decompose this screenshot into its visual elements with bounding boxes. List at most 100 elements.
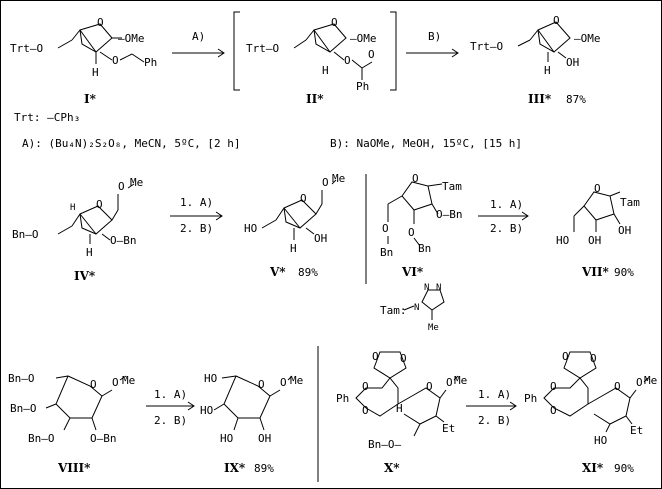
- atom-label: O: [562, 350, 569, 363]
- conditions-b: B): NaOMe, MeOH, 15ºC, [15 h]: [330, 137, 522, 150]
- atom-label: O: [96, 198, 103, 211]
- trt-definition: Trt: —CPh₃: [14, 111, 80, 124]
- group-label: OH: [566, 56, 579, 69]
- group-label: Bn—O—: [368, 438, 401, 451]
- arrow-label: 1. A): [490, 198, 523, 211]
- arrow-5: 1. A) 2. B): [146, 388, 195, 427]
- atom-label: O: [331, 16, 338, 29]
- compound-IV: Bn—O O O Me H H O—Bn IV*: [12, 176, 143, 283]
- compound-label: VII*: [581, 265, 610, 279]
- group-label: Ph: [144, 56, 157, 69]
- group-label: Bn—O: [12, 228, 39, 241]
- group-label: HO: [244, 222, 257, 235]
- group-label: Me: [290, 374, 303, 387]
- yield: 90%: [614, 266, 634, 279]
- yield: 89%: [254, 462, 274, 475]
- atom-label: O: [112, 376, 119, 389]
- tam-definition: Tam: N N N Me: [380, 283, 445, 333]
- compound-I: Trt—O O —OMe H O Ph I*: [10, 16, 157, 106]
- atom-label: H: [92, 66, 99, 79]
- arrow-label: 1. A): [154, 388, 187, 401]
- atom-label: O: [408, 226, 415, 239]
- atom-label: O: [636, 376, 643, 389]
- atom-label: O: [362, 404, 369, 417]
- group-label: O—Bn: [90, 432, 117, 445]
- group-label: OH: [618, 224, 631, 237]
- atom-label: O: [362, 380, 369, 393]
- arrow-label: 1. A): [478, 388, 511, 401]
- group-label: —OMe: [574, 32, 601, 45]
- yield: 90%: [614, 462, 634, 475]
- group-label: Et: [442, 422, 455, 435]
- atom-label: H: [290, 242, 297, 255]
- group-label: Ph: [356, 80, 369, 93]
- atom-label: O: [614, 380, 621, 393]
- compound-label: VIII*: [57, 461, 91, 475]
- compound-label: I*: [84, 92, 97, 106]
- compound-label: IV*: [74, 269, 96, 283]
- group-label: Et: [630, 424, 643, 437]
- atom-label: N: [436, 283, 441, 293]
- arrow-label: B): [428, 30, 441, 43]
- atom-label: O: [258, 378, 265, 391]
- atom-label: H: [322, 64, 329, 77]
- atom-label: N: [414, 303, 419, 313]
- compound-X: O O Ph O O H O O Me Et Bn—O— X*: [336, 350, 467, 475]
- atom-label: O: [322, 176, 329, 189]
- atom-label: O: [112, 54, 119, 67]
- arrow-6: 1. A) 2. B): [466, 388, 517, 427]
- compound-VIII: Bn—O O O Me Bn—O Bn—O O—Bn VIII*: [8, 372, 135, 475]
- atom-label: O: [118, 180, 125, 193]
- group-label: Trt—O: [246, 42, 279, 55]
- atom-label: O: [344, 54, 351, 67]
- arrow-label: 2. B): [490, 222, 523, 235]
- group-label: Me: [428, 323, 439, 333]
- yield: 89%: [298, 266, 318, 279]
- arrow-label: 2. B): [180, 222, 213, 235]
- group-label: Tam: [620, 196, 640, 209]
- group-label: Ph: [524, 392, 537, 405]
- atom-label: O: [300, 192, 307, 205]
- group-label: Tam: [442, 180, 462, 193]
- compound-XI: O O Ph O O O O Me Et HO XI* 90%: [524, 350, 657, 475]
- arrow-2: B): [406, 30, 459, 58]
- group-label: OH: [314, 232, 327, 245]
- group-label: Bn—O: [8, 372, 35, 385]
- tam-label: Tam:: [380, 304, 407, 317]
- group-label: Me: [644, 374, 657, 387]
- compound-label: V*: [269, 265, 286, 279]
- compound-V: HO O O Me H OH V* 89%: [244, 172, 345, 279]
- group-label: Bn: [380, 246, 393, 259]
- atom-label: N: [424, 283, 429, 293]
- conditions-a: A): (Bu₄N)₂S₂O₈, MeCN, 5ºC, [2 h]: [22, 137, 241, 150]
- arrow-label: A): [192, 30, 205, 43]
- compound-label: X*: [384, 461, 400, 475]
- group-label: —OMe: [350, 32, 377, 45]
- group-label: OH: [588, 234, 601, 247]
- arrow-1: A): [172, 30, 225, 58]
- compound-label: VI*: [401, 265, 424, 279]
- group-label: Bn—O: [28, 432, 55, 445]
- atom-label: O: [590, 352, 597, 365]
- compound-label: III*: [528, 92, 552, 106]
- group-label: Bn: [418, 242, 431, 255]
- atom-label: O: [550, 404, 557, 417]
- compound-III: Trt—O O —OMe H OH III* 87%: [470, 14, 601, 106]
- arrow-label: 2. B): [154, 414, 187, 427]
- compound-label: II*: [306, 92, 324, 106]
- atom-label: H: [86, 246, 93, 259]
- group-label: O—Bn: [110, 234, 137, 247]
- arrow-label: 1. A): [180, 196, 213, 209]
- group-label: OH: [258, 432, 271, 445]
- group-label: HO: [200, 404, 213, 417]
- group-label: —OMe: [118, 32, 145, 45]
- group-label: Ph: [336, 392, 349, 405]
- compound-VI: O Tam O—Bn O Bn O Bn VI*: [380, 172, 463, 279]
- atom-label: O: [97, 16, 104, 29]
- group-label: Me: [122, 374, 135, 387]
- atom-label: O: [446, 376, 453, 389]
- arrow-label: 2. B): [478, 414, 511, 427]
- group-label: Trt—O: [470, 40, 503, 53]
- arrow-3: 1. A) 2. B): [170, 196, 223, 235]
